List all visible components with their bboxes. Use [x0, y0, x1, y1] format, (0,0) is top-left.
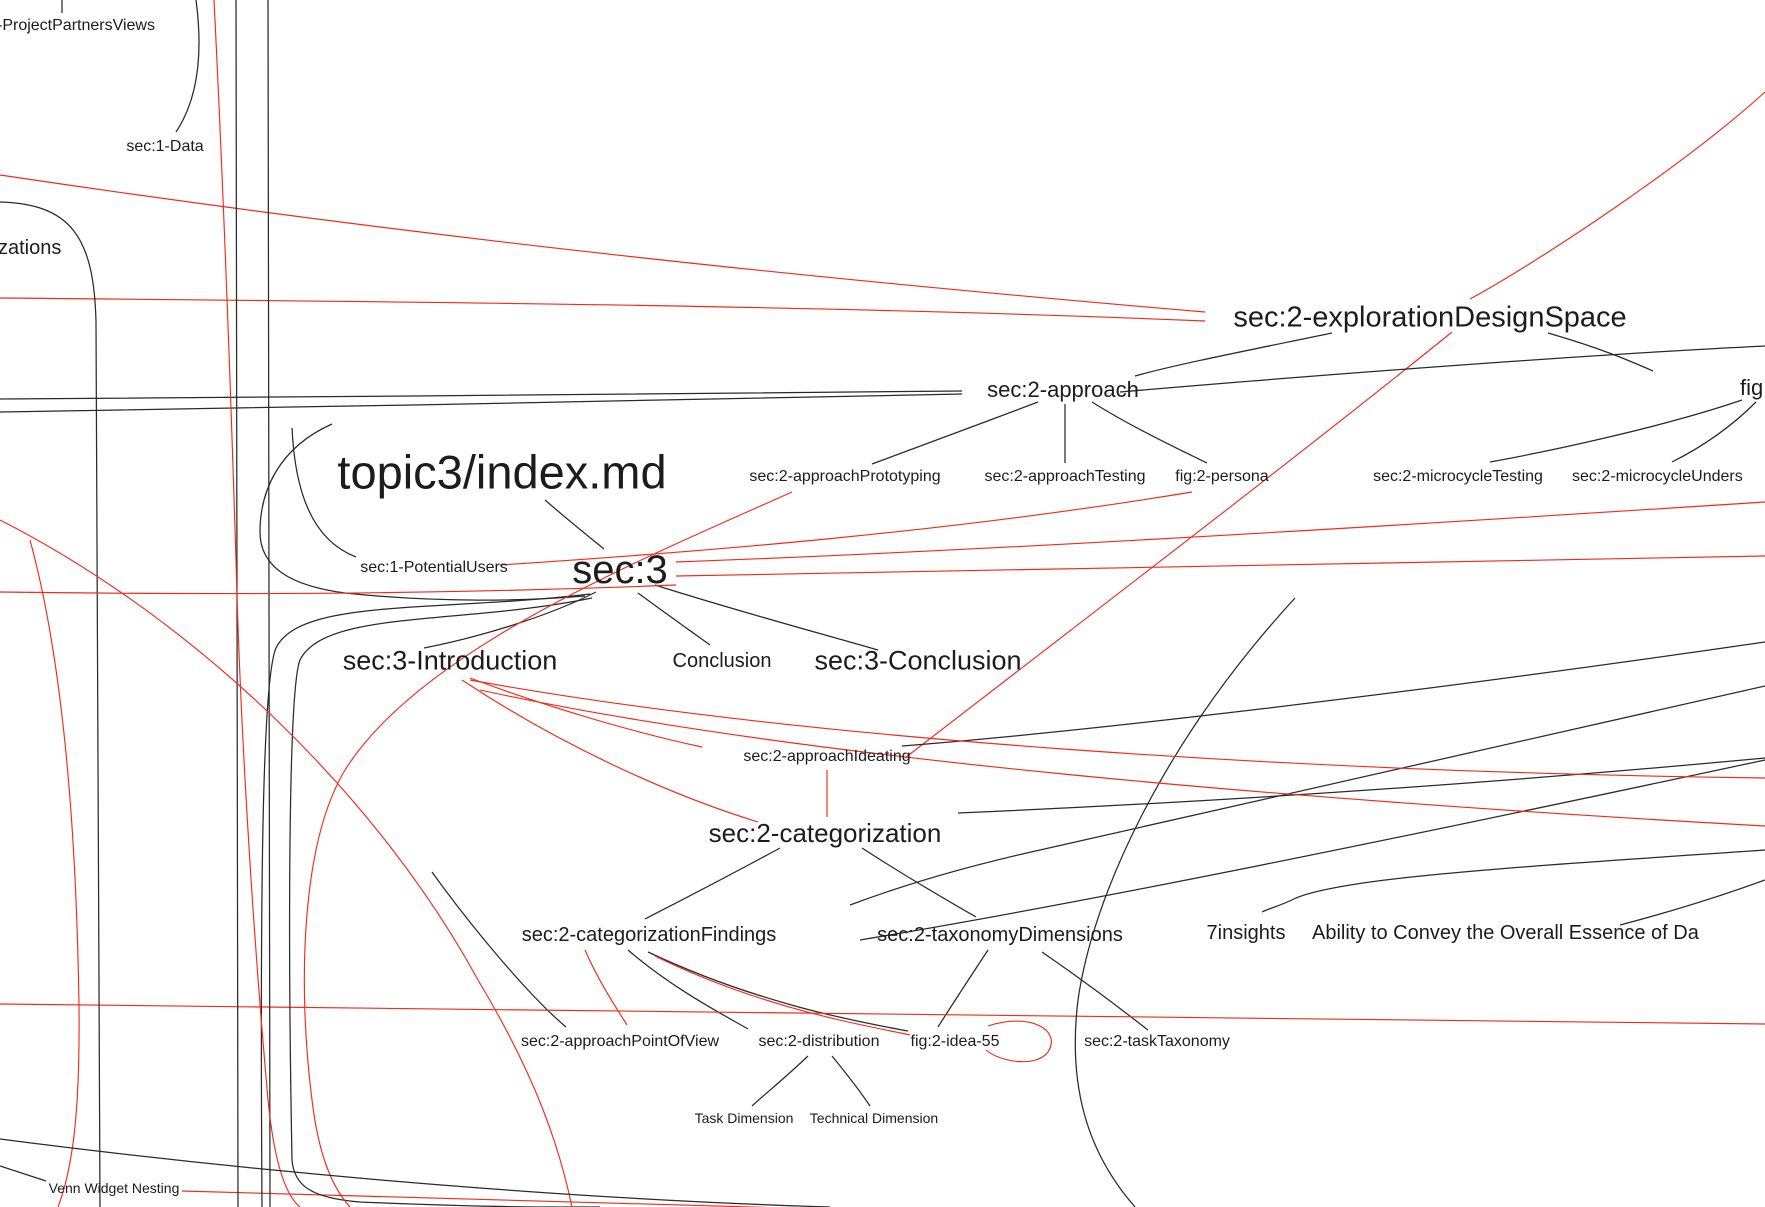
- node-sec2-distribution[interactable]: sec:2-distribution: [758, 1033, 880, 1050]
- graph-edge-fig-to-sec2-microcycle-testing: [1489, 399, 1743, 463]
- graph-edge-sec2-approach-to-offscreen-right: [1119, 345, 1765, 393]
- node-sec2-categorization-findings[interactable]: sec:2-categorizationFindings: [521, 924, 777, 946]
- graph-edge-offscreen-left-to-sec2-exploration-design-space: [0, 297, 1206, 322]
- graph-edge-fig2-idea-55-to-fig2-idea-55: [985, 1020, 1052, 1063]
- graph-edge-sec3-introduction-to-sec2-categorization: [461, 679, 759, 823]
- node-project-partners-views[interactable]: -ProjectPartnersViews: [0, 17, 155, 34]
- node-conclusion[interactable]: Conclusion: [672, 650, 772, 672]
- graph-edge-sec3-to-offscreen-bottom: [260, 593, 591, 1207]
- graph-edge-sec3-to-conclusion: [637, 592, 711, 646]
- node-sec2-exploration-design-space[interactable]: sec:2-explorationDesignSpace: [1233, 301, 1627, 334]
- graph-edge-zations-to-offscreen-bottom: [0, 201, 101, 1207]
- node-fig[interactable]: fig: [1740, 375, 1764, 400]
- node-sec3-introduction[interactable]: sec:3-Introduction: [342, 645, 558, 676]
- graph-edge-sec2-categorization-findings-to-fig2-idea-55: [654, 955, 911, 1036]
- node-fig2-persona[interactable]: fig:2-persona: [1175, 468, 1269, 485]
- graph-edge-offscreen-right-to-sec2-approach-ideating: [901, 641, 1765, 747]
- node-ability-essence[interactable]: Ability to Convey the Overall Essence of…: [1312, 922, 1699, 944]
- graph-edge-offscreen-left-to-sec2-approach: [0, 393, 963, 413]
- graph-edge-topic3-index-to-sec3: [259, 423, 586, 601]
- node-sec2-approach-ideating[interactable]: sec:2-approachIdeating: [743, 748, 911, 765]
- graph-edge-offscreen-right-to-sec3: [675, 501, 1765, 563]
- node-topic3-index[interactable]: topic3/index.md: [337, 445, 667, 499]
- node-venn-widget-nesting[interactable]: Venn Widget Nesting: [48, 1180, 180, 1196]
- graph-edge-sec2-categorization-findings-to-sec2-distribution: [627, 949, 749, 1030]
- graph-edge-offscreen-left-to-sec2-approach: [0, 390, 963, 400]
- node-sec1-data[interactable]: sec:1-Data: [126, 138, 204, 155]
- graph-edge-offscreen-left-to-sec2-exploration-design-space: [0, 174, 1206, 313]
- graph-edge-sec2-categorization-findings-to-sec2-approach-point-of-view: [584, 949, 628, 1026]
- graph-edge-sec2-distribution-to-task-dimension: [751, 1055, 809, 1107]
- graph-edge-sec2-exploration-design-space-to-sec2-approach: [1134, 332, 1333, 377]
- graph-edge-sec2-taxonomy-dimensions-to-fig2-idea-55: [937, 949, 989, 1028]
- graph-edge-sec2-categorization-to-sec2-taxonomy-dimensions: [861, 847, 977, 918]
- graph-edge-fig2-persona-to-sec1-potential-users: [499, 491, 1193, 566]
- graph-edge-sec2-approach-to-sec2-approach-prototyping: [871, 401, 1039, 465]
- graph-edge-offscreen-left-to-offscreen-bottom: [0, 519, 573, 1207]
- node-sec1-potential-users[interactable]: sec:1-PotentialUsers: [360, 559, 508, 576]
- graph-edge-sec3-introduction-to-offscreen-right: [469, 679, 1765, 779]
- node-task-dimension[interactable]: Task Dimension: [694, 1110, 794, 1126]
- node-sec2-approach-testing[interactable]: sec:2-approachTesting: [984, 468, 1146, 485]
- graph-edge-offscreen-top-left-to-sec2-approach-point-of-view: [431, 871, 567, 1028]
- graph-edge-offscreen-left-to-venn-widget-nesting: [0, 1165, 47, 1182]
- graph-edge-sec3-introduction-to-sec2-approach-ideating: [469, 677, 703, 748]
- graph-edge-fig-to-sec2-microcycle-unders: [1671, 401, 1757, 463]
- node-sec2-taxonomy-dimensions[interactable]: sec:2-taxonomyDimensions: [877, 924, 1123, 946]
- graph-edge-offscreen-left-to-sec3: [0, 584, 677, 595]
- graph-edge-sec2-approach-prototyping-to-offscreen-bottom: [303, 491, 793, 1207]
- graph-edge-offscreen-left-to-offscreen-bottom: [0, 1138, 831, 1207]
- node-sec2-task-taxonomy[interactable]: sec:2-taskTaxonomy: [1084, 1033, 1230, 1050]
- node-sec2-approach[interactable]: sec:2-approach: [987, 377, 1139, 402]
- node-technical-dimension[interactable]: Technical Dimension: [809, 1110, 939, 1126]
- node-zations[interactable]: zations: [0, 237, 62, 259]
- graph-edge-offscreen-right-to-sec2-categorization: [957, 757, 1765, 814]
- graph-edge-sec2-distribution-to-technical-dimension: [831, 1055, 871, 1107]
- node-sec3[interactable]: sec:3: [572, 548, 668, 592]
- graph-edge-sec3-to-offscreen-bottom: [288, 597, 600, 1207]
- node-sec2-microcycle-testing[interactable]: sec:2-microcycleTesting: [1373, 468, 1543, 485]
- graph-edge-offscreen-right-to-ability-essence: [1619, 879, 1765, 926]
- graph-edge-sec3-introduction-to-offscreen-right: [479, 689, 1765, 827]
- graph-edge-offscreen-top-right-to-sec2-exploration-design-space: [1469, 91, 1765, 300]
- node-seven-insights[interactable]: 7insights: [1206, 922, 1286, 944]
- graph-edge-offscreen-top-right-to-offscreen-bottom: [1074, 597, 1296, 1207]
- graph-edge-sec2-taxonomy-dimensions-to-offscreen-right: [859, 759, 1765, 941]
- graph-edge-offscreen-top-to-offscreen-bottom: [267, 0, 271, 1207]
- graph-edge-offscreen-right-to-seven-insights: [1261, 849, 1765, 913]
- graph-edge-topic3-index-to-sec3: [544, 499, 605, 550]
- graph-edge-offscreen-top-to-sec1-data: [175, 0, 200, 133]
- node-sec3-conclusion[interactable]: sec:3-Conclusion: [814, 645, 1022, 676]
- node-sec2-approach-point-of-view[interactable]: sec:2-approachPointOfView: [520, 1033, 720, 1050]
- graph-edge-sec2-categorization-findings-to-fig2-idea-55: [647, 951, 909, 1032]
- graph-edge-sec2-exploration-design-space-to-fig: [1547, 332, 1654, 372]
- node-sec2-categorization[interactable]: sec:2-categorization: [708, 818, 942, 848]
- node-sec2-microcycle-unders[interactable]: sec:2-microcycleUnders: [1572, 468, 1743, 485]
- graph-edge-sec2-approach-to-fig2-persona: [1091, 401, 1208, 464]
- graph-edge-sec3-to-sec3-conclusion: [654, 584, 879, 651]
- graph-edge-sec2-taxonomy-dimensions-to-sec2-task-taxonomy: [1041, 951, 1149, 1031]
- node-sec2-approach-prototyping[interactable]: sec:2-approachPrototyping: [749, 468, 941, 485]
- graph-edge-offscreen-top-to-offscreen-bottom: [213, 0, 301, 1207]
- graph-edge-sec2-categorization-to-sec2-categorization-findings: [644, 847, 781, 920]
- node-fig2-idea-55[interactable]: fig:2-idea-55: [910, 1033, 1000, 1050]
